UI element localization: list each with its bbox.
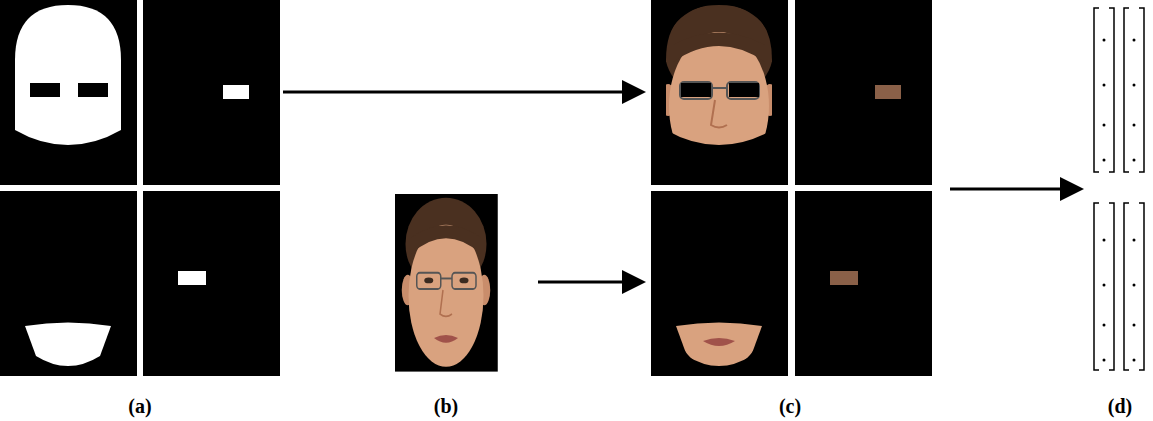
panel-label: (a) [128, 395, 151, 418]
panel-label: (b) [434, 395, 458, 418]
panel-label: (d) [1108, 395, 1132, 418]
panel-label: (c) [779, 395, 801, 418]
